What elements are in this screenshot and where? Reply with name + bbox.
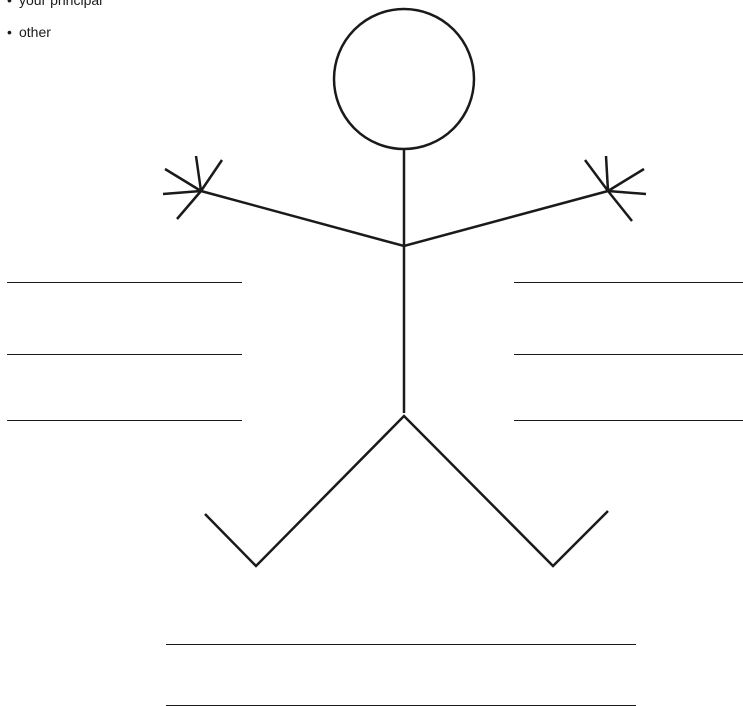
left-blank-line[interactable] <box>7 282 242 283</box>
stick-figure-head <box>334 9 474 149</box>
left-blank-line[interactable] <box>7 354 242 355</box>
left-hand-icon <box>163 156 222 219</box>
left-blank-line[interactable] <box>7 420 242 421</box>
stick-figure-legs <box>205 416 608 566</box>
bottom-blank-line[interactable] <box>166 644 636 645</box>
right-blank-line[interactable] <box>514 282 743 283</box>
right-blank-line[interactable] <box>514 354 743 355</box>
right-blank-line[interactable] <box>514 420 743 421</box>
right-hand-icon <box>585 156 646 221</box>
